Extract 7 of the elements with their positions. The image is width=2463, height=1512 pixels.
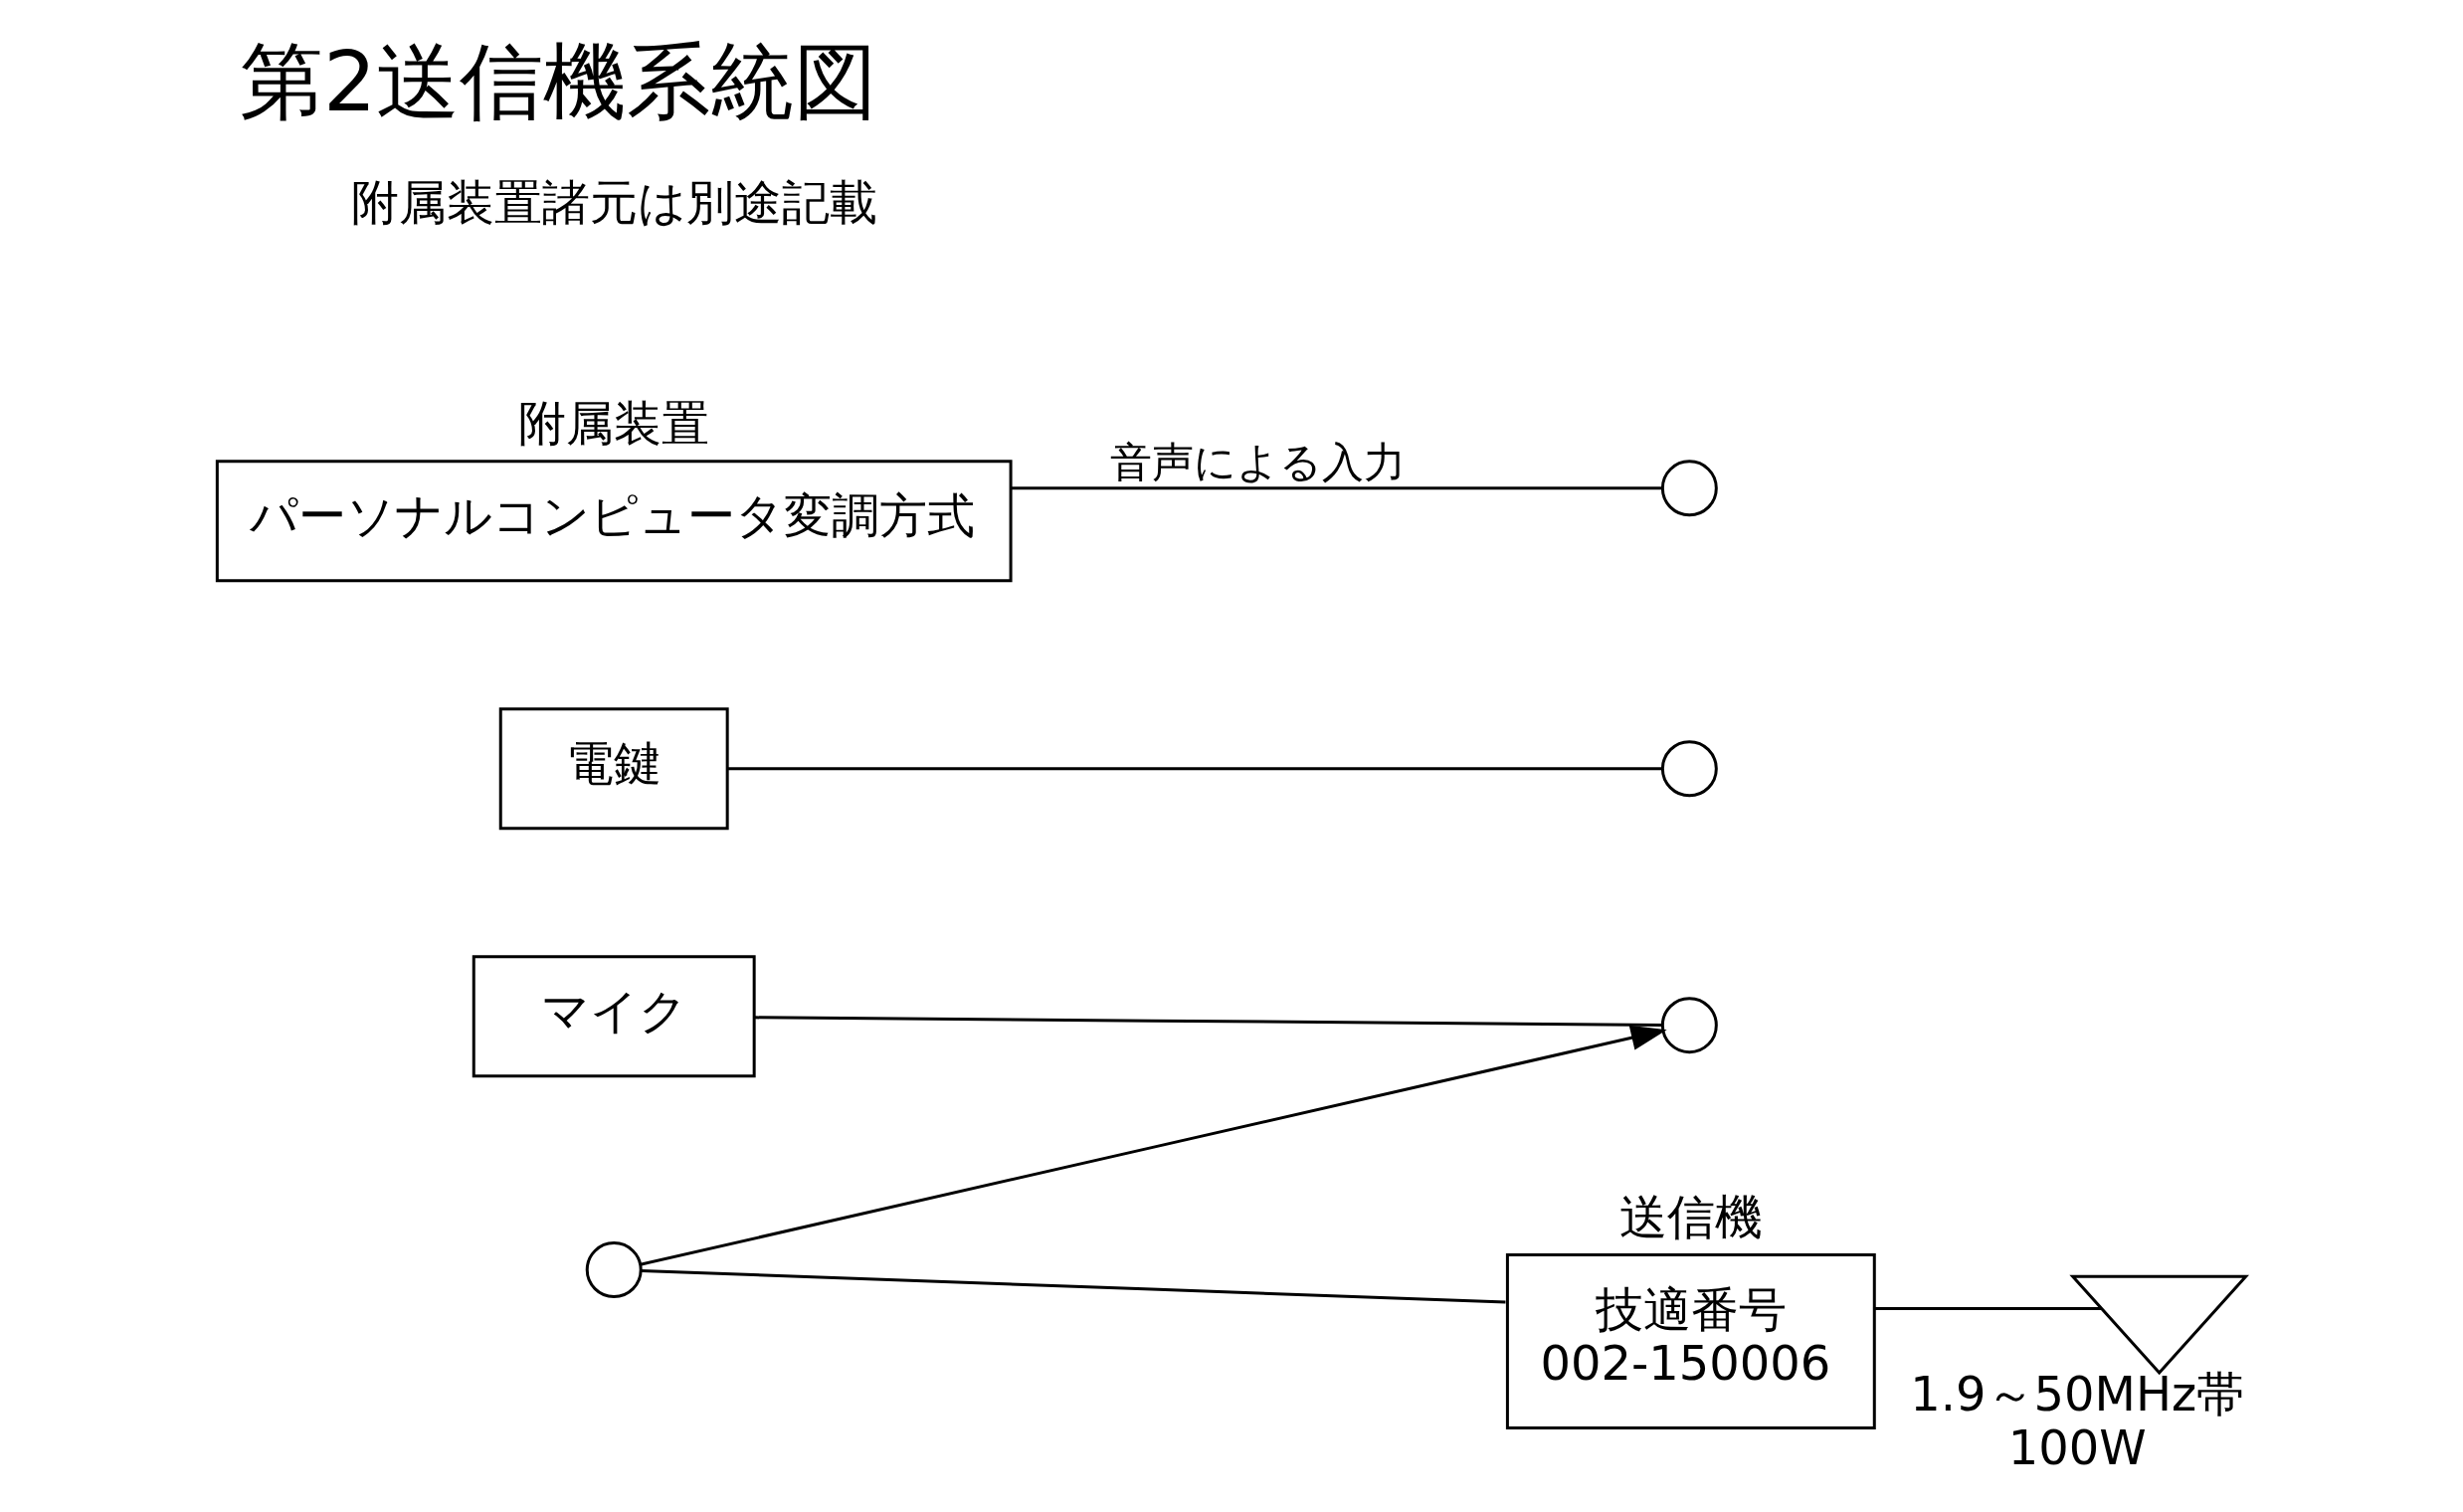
node-label: 1.9～50MHz帯 [1910, 1366, 2245, 1422]
node-label: 附属装置 [518, 395, 710, 452]
edge-label: 音声による入力 [1110, 438, 1407, 487]
node-label: 100W [2007, 1419, 2147, 1476]
label: 附属装置諸元は別途記載 [350, 174, 877, 231]
node-label: 送信機 [1618, 1188, 1763, 1244]
diagram-title: 第2送信機系統図 [240, 33, 878, 131]
